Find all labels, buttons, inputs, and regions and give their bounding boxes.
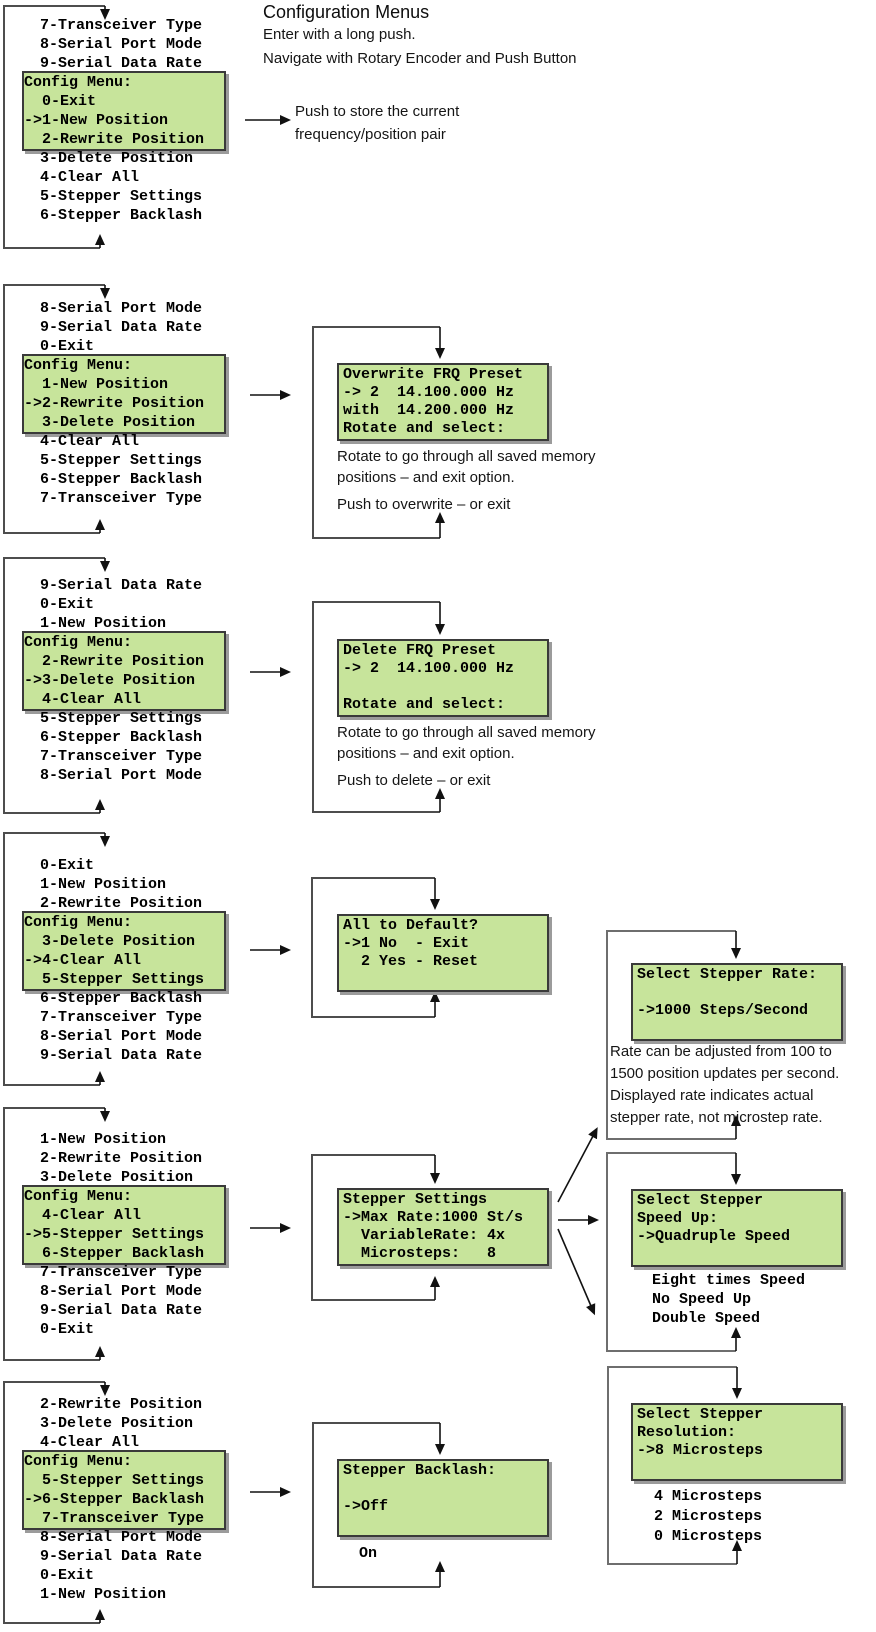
store-note-line2: frequency/position pair — [295, 126, 446, 143]
lcd-config-menu-2: Config Menu: 1-New Position->2-Rewrite P… — [22, 354, 226, 434]
delete-note-p2: Push to delete – or exit — [337, 772, 491, 789]
menu2-items-above: 8-Serial Port Mode 9-Serial Data Rate 0-… — [22, 300, 203, 355]
lcd-config-menu-3: Config Menu: 2-Rewrite Position->3-Delet… — [22, 631, 226, 711]
menu3-items-below: 5-Stepper Settings 6-Stepper Backlash 7-… — [22, 710, 203, 784]
lcd-all-to-default: All to Default?->1 No - Exit 2 Yes - Res… — [337, 914, 549, 992]
menu4-items-above: 0-Exit 1-New Position 2-Rewrite Position — [22, 857, 203, 912]
menu5-items-below: 7-Transceiver Type 8-Serial Port Mode 9-… — [22, 1264, 203, 1338]
lcd-loop-arrowheads-mid — [430, 327, 445, 1587]
menu4-items-below: 6-Stepper Backlash 7-Transceiver Type 8-… — [22, 990, 203, 1064]
menu6-items-above: 2-Rewrite Position 3-Delete Position 4-C… — [22, 1396, 203, 1451]
lcd-config-menu-4: Config Menu: 3-Delete Position->4-Clear … — [22, 911, 226, 991]
lcd-loop-frames-mid — [311, 326, 440, 1588]
lcd-config-menu-6: Config Menu: 5-Stepper Settings->6-Stepp… — [22, 1450, 226, 1530]
store-note: Push to store the current frequency/posi… — [295, 100, 459, 146]
header-subtitle-2: Navigate with Rotary Encoder and Push Bu… — [263, 50, 577, 67]
lcd-select-stepper-rate: Select Stepper Rate:->1000 Steps/Second — [631, 963, 843, 1041]
lcd-stepper-settings: Stepper Settings->Max Rate:1000 St/s Var… — [337, 1188, 549, 1266]
lcd-config-menu-1: Config Menu: 0-Exit->1-New Position 2-Re… — [22, 71, 226, 151]
lcd-loop-frames-right — [606, 930, 737, 1565]
page-title: Configuration Menus — [263, 2, 430, 22]
overwrite-note-p2: Push to overwrite – or exit — [337, 496, 511, 513]
lcd-config-menu-5: Config Menu: 4-Clear All->5-Stepper Sett… — [22, 1185, 226, 1265]
backlash-option-on: On — [341, 1545, 378, 1562]
lcd-loop-arrowheads-right — [731, 931, 742, 1564]
menu-loop-frames — [3, 5, 105, 1624]
lcd-stepper-backlash: Stepper Backlash:->Off — [337, 1459, 549, 1537]
menu6-items-below: 8-Serial Port Mode 9-Serial Data Rate 0-… — [22, 1529, 203, 1603]
header-subtitle-1: Enter with a long push. — [263, 26, 416, 43]
menu-loop-arrowheads — [95, 6, 110, 1623]
stepper-settings-fanout-arrows — [557, 1127, 599, 1316]
menu2-items-below: 4-Clear All 5-Stepper Settings 6-Stepper… — [22, 433, 203, 507]
store-note-line1: Push to store the current — [295, 103, 460, 120]
menu5-items-above: 1-New Position 2-Rewrite Position 3-Dele… — [22, 1131, 203, 1186]
menu1-items-above: 7-Transceiver Type 8-Serial Port Mode 9-… — [22, 17, 203, 72]
menu1-items-below: 3-Delete Position 4-Clear All 5-Stepper … — [22, 150, 203, 224]
menu-to-screen-arrows — [245, 115, 291, 1497]
menu3-items-above: 9-Serial Data Rate 0-Exit 1-New Position — [22, 577, 203, 632]
